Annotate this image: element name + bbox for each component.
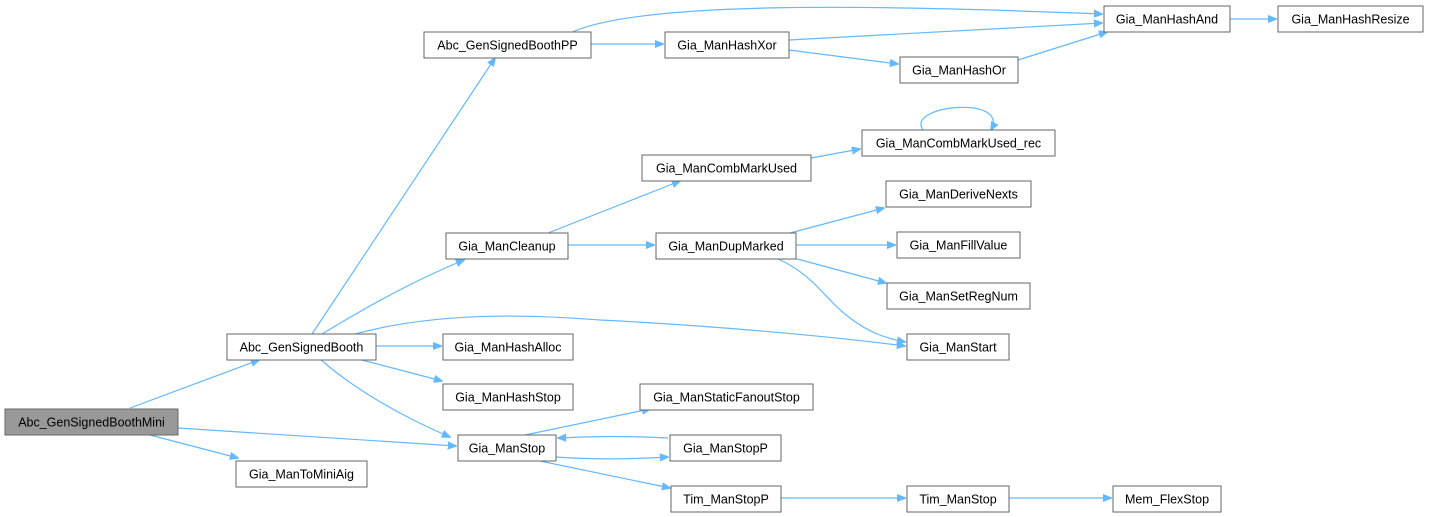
node-gia-manstart[interactable]: Gia_ManStart (906, 333, 1010, 361)
node-label: Gia_ManHashAnd (1116, 13, 1218, 27)
node-label: Abc_GenSignedBooth (240, 341, 364, 355)
node-mem-flexstop[interactable]: Mem_FlexStop (1112, 485, 1222, 513)
edge-root-to-manstop (177, 427, 456, 446)
node-label: Gia_ManStaticFanoutStop (653, 391, 800, 405)
node-gia-mancombmarkused[interactable]: Gia_ManCombMarkUsed (641, 154, 812, 182)
node-gia-mancombmarkused-rec[interactable]: Gia_ManCombMarkUsed_rec (861, 129, 1056, 157)
edge-cleanup-to-combmark (547, 181, 680, 234)
node-abc-gensignedboothpp[interactable]: Abc_GenSignedBoothPP (423, 31, 592, 59)
node-abc-gensignedboothmini[interactable]: Abc_GenSignedBoothMini (4, 408, 179, 436)
edge-manstop-to-timstopp (539, 460, 670, 488)
node-label: Abc_GenSignedBoothPP (437, 39, 577, 53)
node-label: Gia_ManToMiniAig (249, 468, 354, 482)
node-gia-manderivenexts[interactable]: Gia_ManDeriveNexts (885, 180, 1032, 208)
node-label: Gia_ManHashAlloc (455, 341, 562, 355)
node-gia-manstaticfanoutstop[interactable]: Gia_ManStaticFanoutStop (639, 383, 814, 411)
node-gia-manhashand[interactable]: Gia_ManHashAnd (1103, 5, 1231, 33)
node-label: Mem_FlexStop (1125, 493, 1209, 507)
edge-booth-to-pp (311, 58, 495, 335)
node-gia-manhashor[interactable]: Gia_ManHashOr (899, 56, 1019, 84)
edge-dupmarked-to-derivenexts (789, 208, 884, 234)
node-label: Gia_ManHashOr (912, 64, 1006, 78)
edge-manstop-to-stopp (555, 457, 668, 459)
node-label: Gia_ManFillValue (910, 239, 1008, 253)
node-gia-mantominiaig[interactable]: Gia_ManToMiniAig (235, 460, 368, 488)
node-gia-mansetregnum[interactable]: Gia_ManSetRegNum (886, 282, 1031, 310)
node-gia-manhashxor[interactable]: Gia_ManHashXor (664, 31, 790, 59)
node-gia-manhashresize[interactable]: Gia_ManHashResize (1277, 5, 1424, 33)
edge-booth-to-manstop (319, 358, 450, 437)
edge-root-to-tominiaig (149, 434, 238, 458)
edge-hashor-to-hashand (1017, 32, 1107, 61)
node-label: Gia_ManCleanup (458, 240, 555, 254)
node-abc-gensignedbooth[interactable]: Abc_GenSignedBooth (226, 333, 377, 361)
edge-manstop-to-staticfanout (519, 409, 650, 437)
edge-root-to-booth (129, 360, 259, 409)
node-label: Gia_ManSetRegNum (899, 290, 1018, 304)
node-label: Gia_ManDeriveNexts (899, 188, 1018, 202)
edge-combrec-to-self (920, 106, 993, 130)
node-gia-manhashalloc[interactable]: Gia_ManHashAlloc (442, 333, 574, 361)
node-gia-manfillvalue[interactable]: Gia_ManFillValue (896, 231, 1021, 259)
edge-combmark-to-combrec (810, 149, 860, 159)
edges (129, 6, 1276, 498)
node-gia-manhashstop[interactable]: Gia_ManHashStop (442, 383, 574, 411)
edge-dupmarked-to-setregnum (789, 256, 886, 283)
edge-booth-to-cleanup (321, 260, 464, 335)
edge-stopp-to-manstop (558, 437, 669, 439)
node-gia-manstop[interactable]: Gia_ManStop (457, 434, 557, 462)
node-label: Tim_ManStop (919, 493, 996, 507)
edge-pp-to-hashand (569, 6, 1102, 34)
node-label: Tim_ManStopP (683, 493, 769, 507)
edge-booth-to-hashstop (357, 358, 442, 381)
node-label: Gia_ManDupMarked (668, 240, 783, 254)
node-label: Gia_ManHashStop (455, 391, 561, 405)
node-gia-manstopp[interactable]: Gia_ManStopP (669, 434, 782, 462)
node-tim-manstopp[interactable]: Tim_ManStopP (670, 485, 782, 513)
edge-hashxor-to-hashor (788, 49, 898, 64)
node-label: Gia_ManStopP (683, 442, 768, 456)
node-label: Gia_ManCombMarkUsed (656, 162, 797, 176)
node-label: Gia_ManStart (919, 341, 997, 355)
node-tim-manstop[interactable]: Tim_ManStop (906, 485, 1010, 513)
nodes: Abc_GenSignedBoothMini Abc_GenSignedBoot… (4, 5, 1424, 513)
node-label: Gia_ManCombMarkUsed_rec (876, 137, 1041, 151)
edge-hashxor-to-hashand (788, 23, 1102, 41)
node-label: Gia_ManStop (469, 442, 545, 456)
node-label: Gia_ManHashResize (1291, 13, 1409, 27)
node-gia-mancleanup[interactable]: Gia_ManCleanup (445, 232, 569, 260)
node-gia-mandupmarked[interactable]: Gia_ManDupMarked (655, 232, 797, 260)
edge-dupmarked-to-manstart (775, 257, 905, 342)
node-label: Abc_GenSignedBoothMini (18, 416, 165, 430)
node-label: Gia_ManHashXor (677, 39, 776, 53)
edge-booth-to-manstart (354, 315, 905, 346)
